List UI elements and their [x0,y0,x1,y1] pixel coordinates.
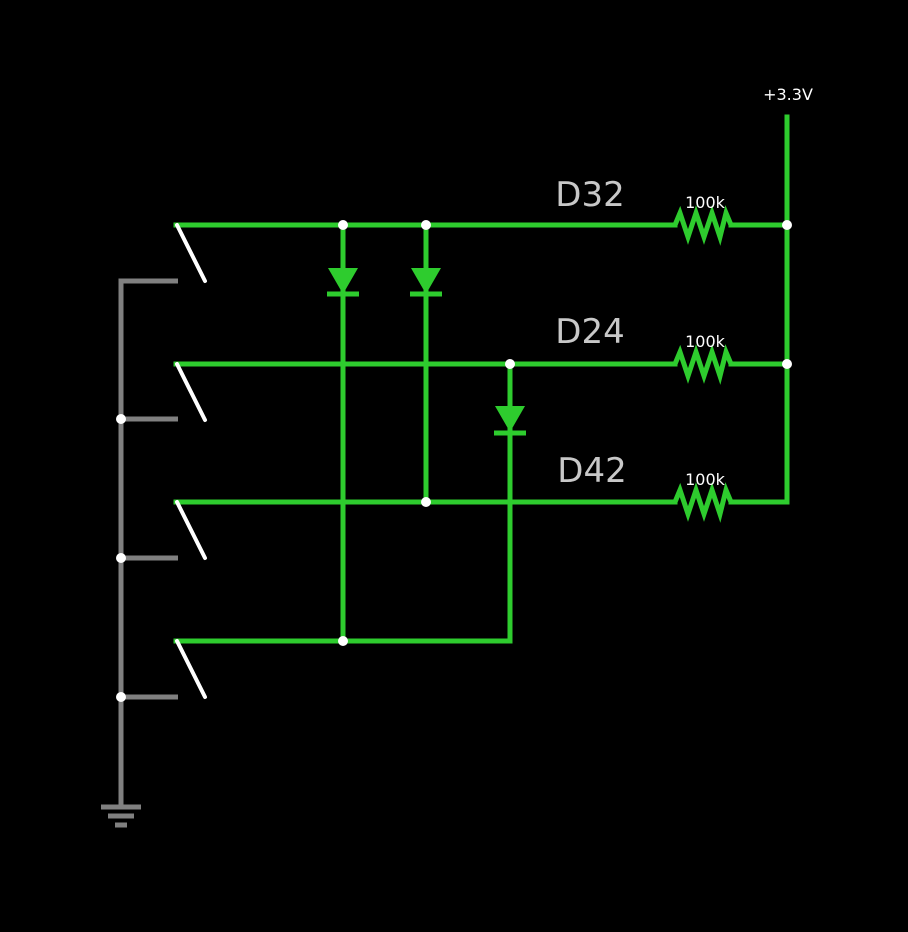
resistor-d42-label: 100k [685,470,726,489]
junction-dot [421,220,431,230]
switch-1 [175,223,207,283]
junction-dot [116,414,126,424]
diode-2 [411,268,441,294]
junction-dot [338,220,348,230]
junction-dot [116,692,126,702]
junction-dot [782,359,792,369]
junction-dot [505,359,515,369]
junction-dot [338,636,348,646]
junction-dot [116,553,126,563]
net-label-d24: D24 [555,312,624,352]
switch-4 [175,639,207,699]
net-label-d42: D42 [557,451,626,491]
resistor-d32-label: 100k [685,193,726,212]
ground-bus [118,278,178,806]
resistor-d24-label: 100k [685,332,726,351]
junction-dot [782,220,792,230]
diode-3 [495,406,525,432]
diode-1 [328,268,358,294]
resistor-d24 [672,344,734,385]
resistor-d42 [672,482,734,523]
switch-2 [175,362,207,422]
net-label-d32: D32 [555,175,624,215]
ground-symbol [101,804,141,828]
junction-dot [421,497,431,507]
switch-3 [175,500,207,560]
resistor-d32 [672,205,734,246]
supply-label: +3.3V [763,85,813,104]
